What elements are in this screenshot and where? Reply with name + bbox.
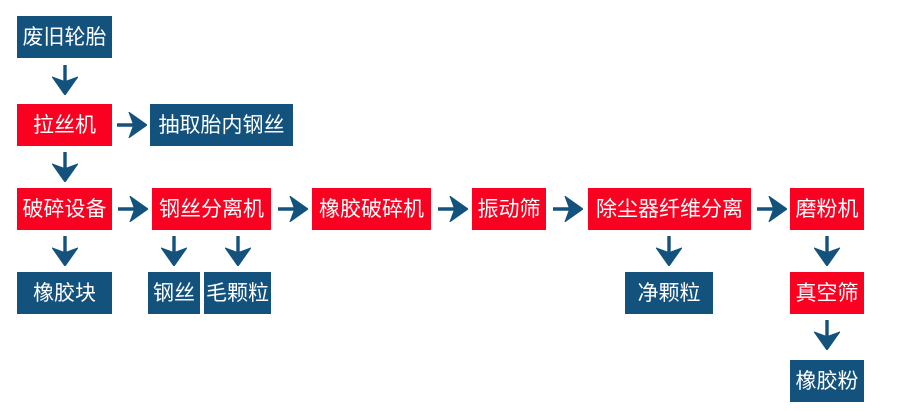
flow-node-n4[interactable]: 破碎设备 (17, 188, 112, 230)
flow-node-n5[interactable]: 钢丝分离机 (152, 188, 271, 230)
flow-node-label: 磨粉机 (795, 196, 859, 221)
down-arrow-icon (810, 231, 843, 271)
down-arrow-icon (652, 231, 685, 271)
down-arrow-icon (48, 231, 81, 271)
flow-node-n13[interactable]: 净颗粒 (625, 272, 713, 314)
flow-node-n15[interactable]: 橡胶粉 (790, 360, 864, 402)
flow-node-label: 真空筛 (795, 280, 859, 305)
down-arrow-icon (157, 231, 190, 271)
down-arrow-icon (48, 60, 81, 100)
right-arrow-icon (549, 189, 586, 229)
flow-node-n9[interactable]: 磨粉机 (790, 188, 864, 230)
flow-node-label: 钢丝分离机 (159, 196, 264, 221)
flow-node-n7[interactable]: 振动筛 (472, 188, 546, 230)
flow-node-label: 橡胶块 (33, 280, 96, 305)
flow-node-label: 净颗粒 (637, 280, 701, 305)
flow-node-label: 除尘器纤维分离 (596, 196, 743, 221)
right-arrow-icon (113, 105, 150, 145)
flow-node-label: 钢丝 (153, 280, 195, 305)
flow-node-n6[interactable]: 橡胶破碎机 (312, 188, 431, 230)
right-arrow-icon (114, 189, 151, 229)
flow-node-n14[interactable]: 真空筛 (790, 272, 864, 314)
flow-node-label: 抽取胎内钢丝 (158, 112, 285, 137)
flow-node-label: 毛颗粒 (206, 280, 269, 305)
down-arrow-icon (48, 147, 81, 187)
flow-node-n11[interactable]: 钢丝 (148, 272, 200, 314)
flow-node-label: 振动筛 (477, 196, 541, 221)
flow-node-label: 橡胶破碎机 (319, 196, 424, 221)
right-arrow-icon (274, 189, 311, 229)
flow-node-n8[interactable]: 除尘器纤维分离 (588, 188, 751, 230)
flow-node-n12[interactable]: 毛颗粒 (204, 272, 271, 314)
flow-node-n3[interactable]: 抽取胎内钢丝 (150, 104, 293, 146)
flow-node-label: 橡胶粉 (795, 368, 859, 393)
down-arrow-icon (221, 231, 254, 271)
flow-node-n2[interactable]: 拉丝机 (17, 104, 112, 146)
flow-node-n10[interactable]: 橡胶块 (17, 272, 112, 314)
flow-node-label: 拉丝机 (33, 112, 96, 137)
right-arrow-icon (434, 189, 471, 229)
right-arrow-icon (753, 189, 790, 229)
flow-node-n1[interactable]: 废旧轮胎 (17, 16, 112, 58)
flow-node-label: 废旧轮胎 (22, 24, 107, 49)
flow-node-label: 破碎设备 (22, 196, 107, 221)
down-arrow-icon (810, 315, 843, 355)
